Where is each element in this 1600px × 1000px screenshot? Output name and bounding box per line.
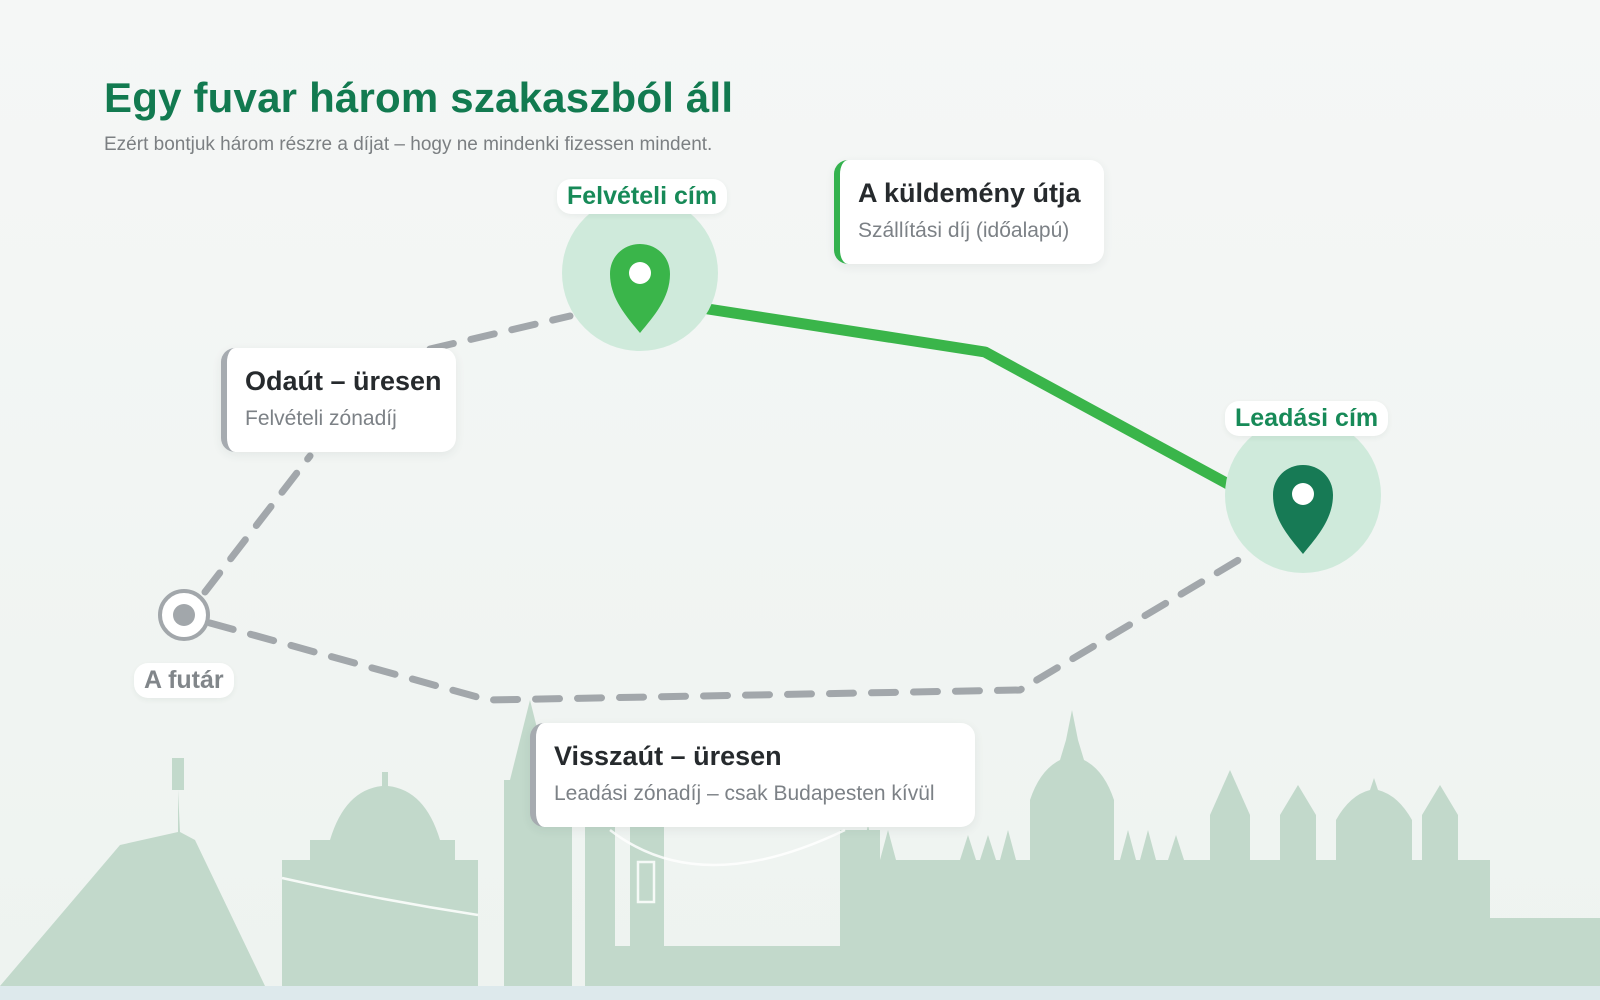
courier-marker (158, 589, 210, 641)
return-segment-title: Visszaút – üresen (554, 741, 782, 771)
dropoff-label: Leadási cím (1225, 401, 1389, 436)
return-segment-fee: Leadási zónadíj – csak Budapesten kívül (554, 782, 935, 805)
bottom-strip (0, 986, 1600, 1000)
outbound-route-line-upper (426, 312, 574, 353)
budapest-skyline (0, 700, 1600, 986)
courier-location-icon (173, 604, 195, 626)
map-pin-icon (1273, 465, 1333, 554)
delivery-segment-fee: Szállítási díj (időalapú) (858, 219, 1070, 242)
courier-label: A futár (134, 663, 234, 698)
bridge-chains (281, 828, 846, 917)
page-subtitle: Ezért bontjuk három részre a díjat – hog… (104, 134, 713, 155)
outbound-segment-title: Odaút – üresen (245, 366, 442, 396)
pickup-label: Felvételi cím (557, 179, 728, 214)
return-route-line (206, 548, 1256, 704)
delivery-route-line (702, 303, 1234, 490)
delivery-segment-card: A küldemény útja Szállítási díj (időalap… (834, 160, 1104, 264)
outbound-segment-fee: Felvételi zónadíj (245, 407, 397, 430)
return-segment-card: Visszaút – üresen Leadási zónadíj – csak… (530, 723, 975, 827)
dropoff-marker (1225, 417, 1381, 573)
page-title: Egy fuvar három szakaszból áll (104, 74, 734, 121)
delivery-segment-title: A küldemény útja (858, 178, 1081, 208)
route-lines (201, 303, 1256, 704)
outbound-segment-card: Odaút – üresen Felvételi zónadíj (221, 348, 456, 452)
map-pin-icon (610, 244, 670, 333)
pickup-marker (562, 195, 718, 351)
outbound-route-line (201, 452, 314, 596)
